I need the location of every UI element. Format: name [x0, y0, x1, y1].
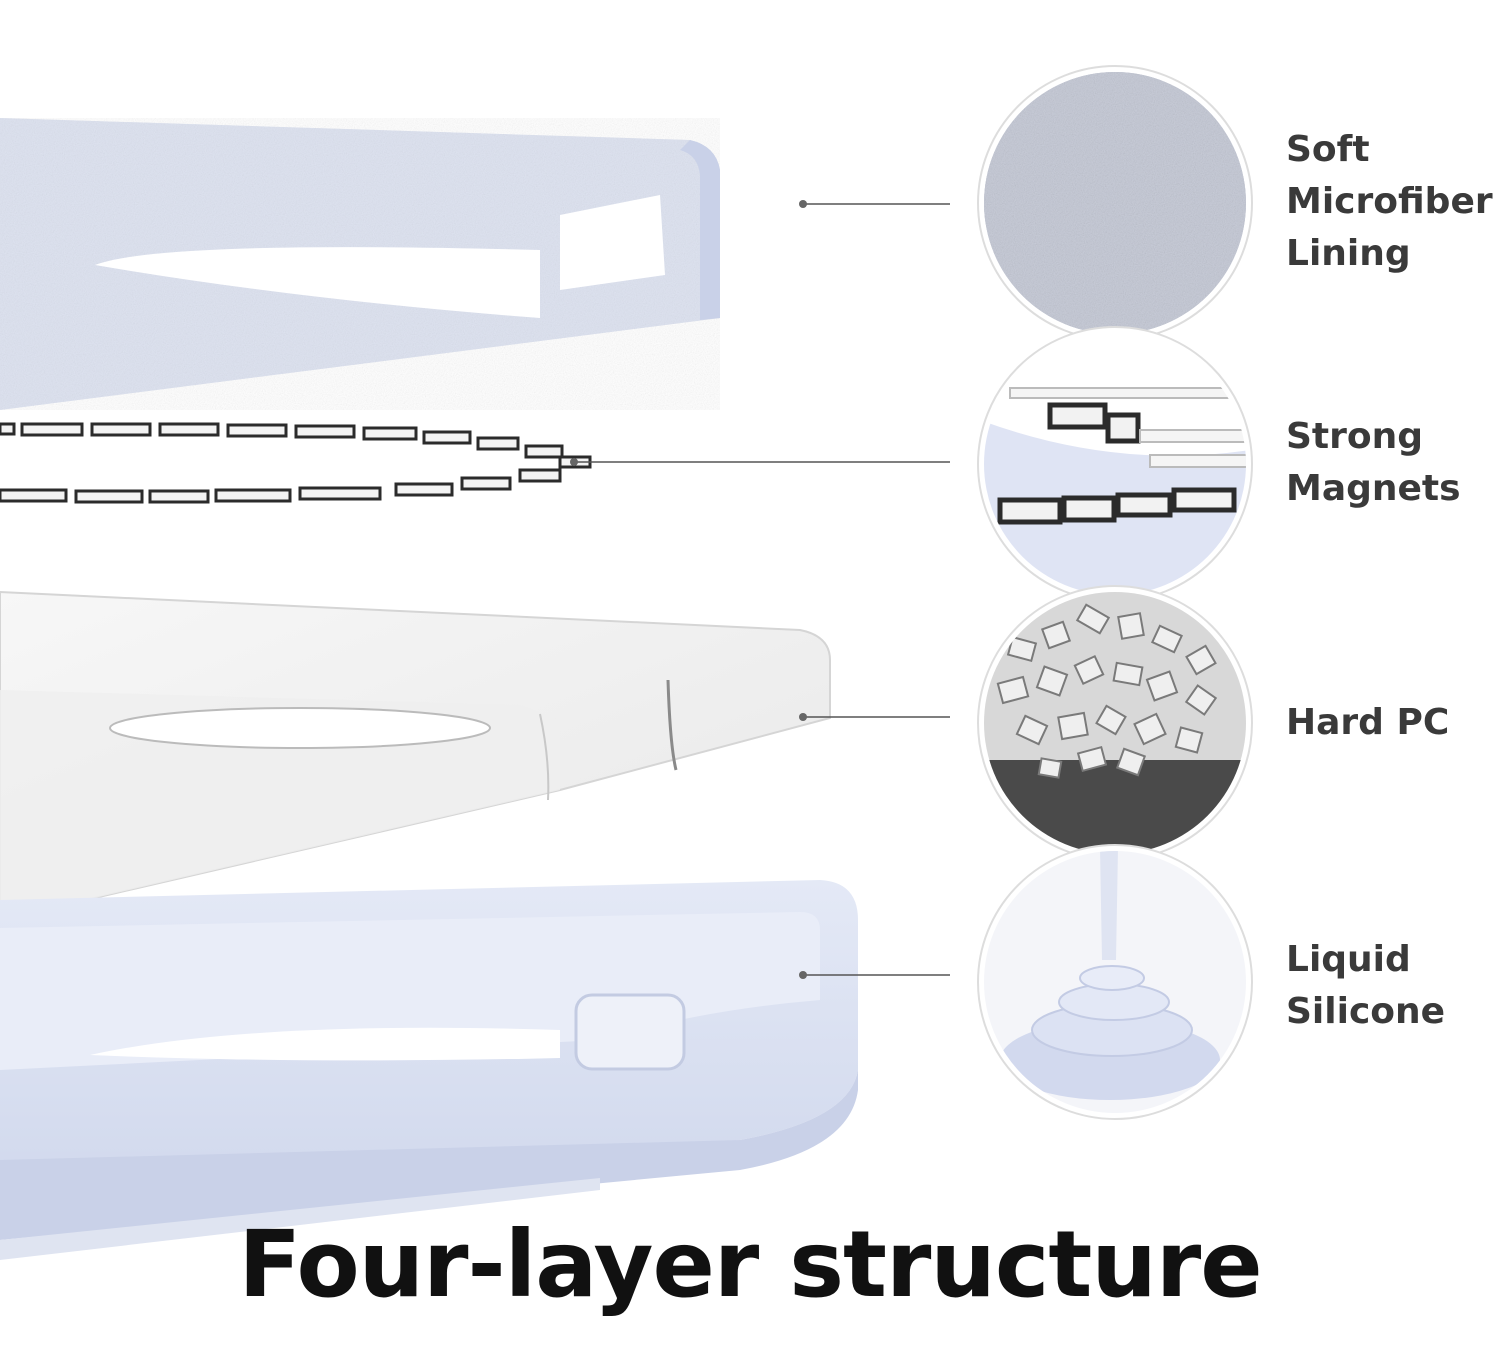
layer-label-hard-pc: Hard PC — [1286, 702, 1450, 743]
magnet-ring-layer — [0, 422, 592, 504]
leader-dot-2 — [570, 458, 578, 466]
hard-pc-layer — [0, 590, 831, 922]
leader-dot-1 — [799, 200, 807, 208]
pc-pellets-icon — [977, 585, 1253, 861]
magnet-ring-icon — [977, 326, 1253, 602]
layer-label-silicone: Liquid Silicone — [1286, 939, 1446, 1032]
silicone-swirl-icon — [977, 844, 1253, 1120]
layer-label-microfiber: Soft Microfiber Lining — [1286, 129, 1493, 274]
leader-dot-3 — [799, 713, 807, 721]
headline: Four-layer structure — [238, 1211, 1262, 1318]
microfiber-lining-layer — [0, 118, 720, 410]
leader-dot-4 — [799, 971, 807, 979]
leader-lines — [574, 203, 950, 976]
liquid-silicone-layer — [0, 880, 858, 1260]
layer-label-magnets: Strong Magnets — [1286, 416, 1461, 509]
microfiber-texture-icon — [977, 65, 1253, 341]
